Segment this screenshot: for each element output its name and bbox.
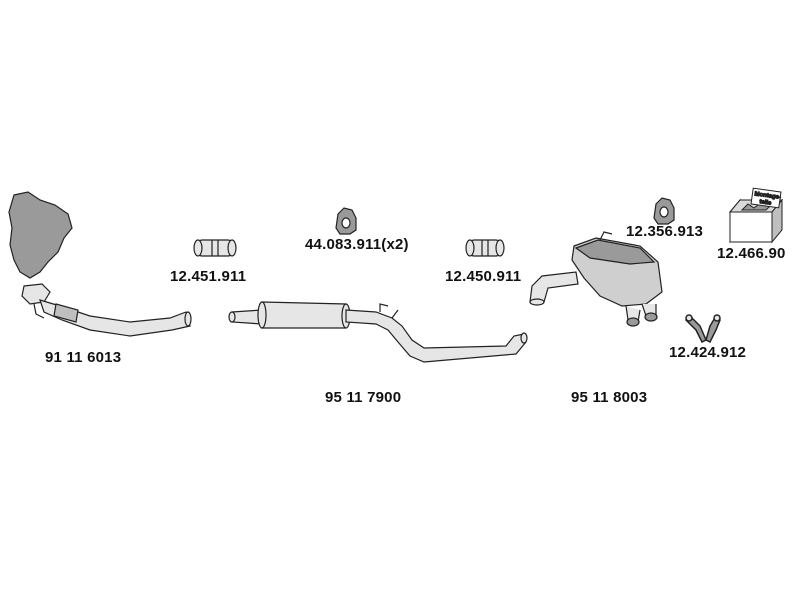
bracket <box>33 303 45 319</box>
part-number-mounting-kit: 12.466.90 <box>717 245 786 262</box>
part-number-manifold-pipe: 91 11 6013 <box>45 349 122 366</box>
part-number-rubber-mount-2: 12.356.913 <box>626 223 704 240</box>
rear-hanger <box>599 231 613 241</box>
part-number-middle-silencer: 95 11 7900 <box>325 389 402 406</box>
rear-inlet-pipe <box>529 271 579 303</box>
manifold-pipe-body <box>39 299 191 337</box>
hanger-bracket <box>379 303 399 319</box>
part-number-rear-silencer: 95 11 8003 <box>571 389 648 406</box>
manifold-pipe-drawing <box>8 191 192 337</box>
gasket-icon <box>684 314 721 344</box>
silencer-body <box>261 301 347 329</box>
part-number-rubber-mount-1: 44.083.911(x2) <box>305 236 409 253</box>
clamp-2-icon <box>465 239 505 257</box>
pipe-end <box>184 311 192 327</box>
box-front <box>729 211 773 243</box>
middle-silencer-drawing <box>228 301 528 363</box>
rear-silencer-top <box>574 239 656 265</box>
kit-label-line2: teile <box>759 199 772 207</box>
flex-joint <box>53 303 79 323</box>
outlet-pipe <box>345 309 527 363</box>
mounting-kit-icon: Montage- teile <box>728 187 784 244</box>
part-number-gasket: 12.424.912 <box>669 344 747 361</box>
kit-label-line1: Montage- <box>754 191 781 201</box>
manifold-shape <box>8 191 73 279</box>
part-number-clamp-2: 12.450.911 <box>445 268 522 285</box>
rear-silencer-drawing <box>529 231 663 327</box>
part-number-clamp-1: 12.451.911 <box>170 268 247 285</box>
manifold-flange <box>21 283 51 305</box>
clamp-1-icon <box>193 239 237 257</box>
rubber-mount-2-icon <box>653 197 675 225</box>
rubber-mount-1-icon <box>335 207 357 235</box>
